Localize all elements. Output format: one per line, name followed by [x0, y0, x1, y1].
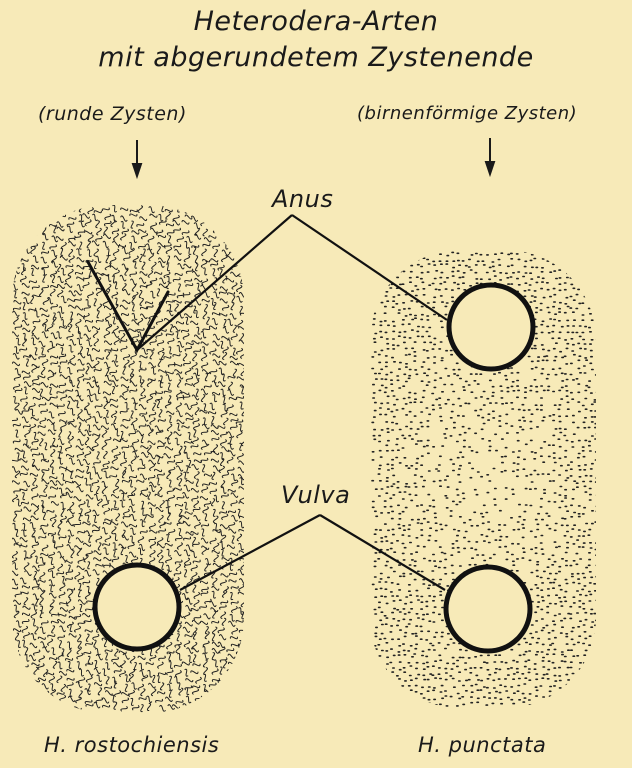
vulva-opening-right [446, 567, 530, 651]
pear-cysts-label: (birnenförmige Zysten) [357, 103, 577, 124]
vulva-leader-lines [180, 515, 445, 590]
species-caption-left: H. rostochiensis [44, 733, 219, 757]
vulva-opening-left [95, 565, 179, 649]
title-line-1: Heterodera-Arten [0, 6, 632, 37]
left-down-arrow [133, 140, 141, 176]
round-cysts-label: (runde Zysten) [38, 103, 187, 125]
anus-leader-lines [137, 215, 447, 350]
anus-label: Anus [272, 185, 333, 213]
anus-opening-right [449, 285, 533, 369]
title-line-2: mit abgerundetem Zystenende [0, 42, 632, 73]
vulva-label: Vulva [281, 481, 350, 509]
right-down-arrow [486, 138, 494, 174]
species-caption-right: H. punctata [418, 733, 546, 757]
